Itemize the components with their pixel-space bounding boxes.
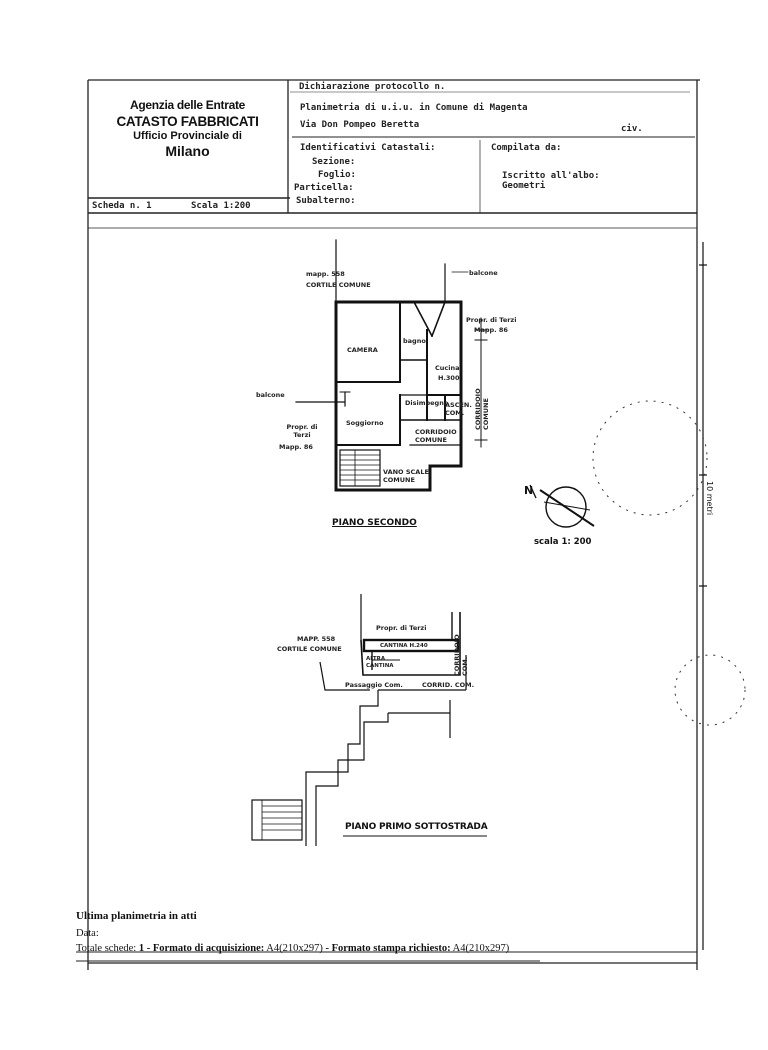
format-req-label: - Formato stampa richiesto: bbox=[325, 943, 451, 954]
cellar-label: CANTINA H.240 bbox=[380, 643, 428, 649]
scale-label: Scala 1:200 bbox=[191, 201, 251, 211]
room-disimpegno: Disimpegno bbox=[405, 399, 449, 407]
office-city: Milano bbox=[165, 143, 210, 159]
compiled-by-label: Compilata da: bbox=[491, 143, 562, 153]
third-party-label-1: Propr. di Terzi bbox=[466, 316, 517, 324]
subaltern-label: Subalterno: bbox=[296, 196, 356, 206]
lower-courtyard-label: CORTILE COMUNE bbox=[277, 645, 342, 653]
identifiers-title: Identificativi Catastali: bbox=[300, 143, 436, 153]
courtyard-label: CORTILE COMUNE bbox=[306, 281, 371, 289]
third-party-label-2: Propr. di Terzi bbox=[286, 423, 318, 439]
stair-label: VANO SCALE COMUNE bbox=[383, 468, 429, 484]
corridor-label: CORRIDOIO COMUNE bbox=[415, 428, 457, 444]
format-acq-label: - Formato di acquisizione: bbox=[146, 943, 265, 954]
metric-label: 10 metri bbox=[705, 481, 714, 516]
office-label: Ufficio Provinciale di bbox=[133, 130, 242, 142]
format-acq-value: A4(210x297) bbox=[266, 943, 323, 954]
lower-mapp-label: MAPP. 558 bbox=[297, 635, 336, 643]
totals-label: Totale schede: bbox=[76, 943, 137, 954]
third-party-mapp-1: Mapp. 86 bbox=[474, 326, 508, 334]
agency-block: Agenzia delle Entrate CATASTO FABBRICATI… bbox=[100, 98, 275, 159]
parcel-label: Particella: bbox=[294, 183, 354, 193]
corridor-side-label: CORRIDOIO COM. bbox=[453, 634, 469, 676]
scheda-label: Scheda n. 1 bbox=[92, 201, 152, 211]
catasto-title: CATASTO FABBRICATI bbox=[116, 114, 259, 129]
protocol-label: Dichiarazione protocollo n. bbox=[299, 82, 446, 92]
passage-label: Passaggio Com. bbox=[345, 681, 403, 689]
sheet-label: Foglio: bbox=[318, 170, 356, 180]
totals-value: 1 bbox=[138, 943, 145, 954]
room-bagno: bagno bbox=[403, 337, 426, 345]
lower-corridor-label: CORRID. COM. bbox=[422, 681, 475, 689]
planimetry-label: Planimetria di u.i.u. in Comune di Magen… bbox=[300, 103, 528, 113]
corridor-vertical-label: CORRIDOIO COMUNE bbox=[474, 388, 490, 430]
mapp-label: mapp. 558 bbox=[306, 270, 345, 278]
room-camera: CAMERA bbox=[347, 346, 378, 354]
room-cucina: Cucina bbox=[435, 364, 460, 372]
register-value: Geometri bbox=[502, 181, 546, 191]
room-ascensore: ASCEN. COM. bbox=[445, 401, 472, 417]
format-req-value: A4(210x297) bbox=[452, 943, 510, 954]
totals-line: Totale schede: 1 - Formato di acquisizio… bbox=[76, 943, 509, 954]
lower-third-party-label: Propr. di Terzi bbox=[376, 624, 427, 632]
scale-note: scala 1: 200 bbox=[534, 537, 592, 547]
room-height: H.300 bbox=[438, 374, 460, 382]
register-label: Iscritto all'albo: bbox=[502, 171, 600, 181]
date-label: Data: bbox=[76, 928, 99, 939]
address-label: Via Don Pompeo Beretta bbox=[300, 120, 420, 130]
third-party-mapp-2: Mapp. 86 bbox=[279, 443, 313, 451]
other-cellar-label: ALTRA CANTINA bbox=[366, 656, 394, 669]
balcony-top-label: balcone bbox=[469, 269, 498, 277]
north-label: N bbox=[524, 484, 534, 497]
agency-name: Agenzia delle Entrate bbox=[129, 98, 246, 112]
civic-label: civ. bbox=[621, 124, 643, 134]
balcony-left-label: balcone bbox=[256, 391, 285, 399]
room-soggiorno: Soggiorno bbox=[346, 419, 384, 427]
floor-title-lower: PIANO PRIMO SOTTOSTRADA bbox=[345, 822, 488, 832]
section-label: Sezione: bbox=[312, 157, 356, 167]
last-planimetry-label: Ultima planimetria in atti bbox=[76, 910, 197, 922]
floor-title-upper: PIANO SECONDO bbox=[332, 518, 417, 528]
